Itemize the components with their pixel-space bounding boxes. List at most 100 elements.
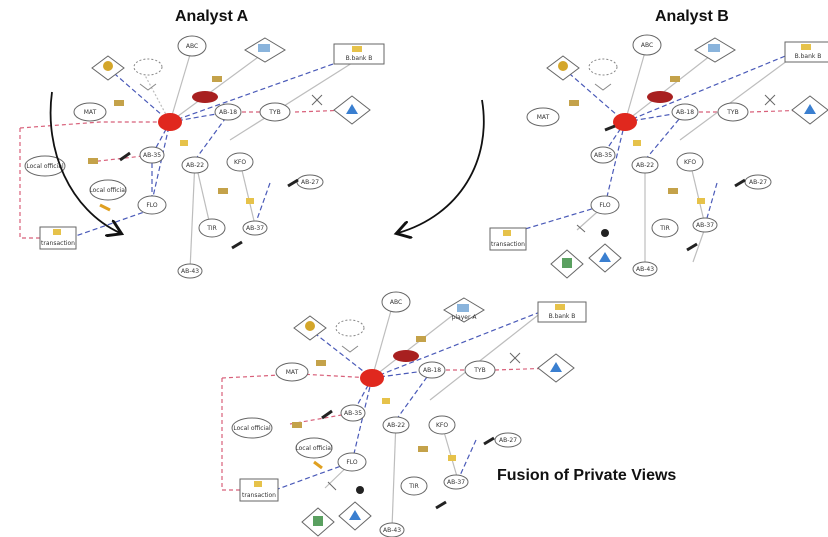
transaction-node — [239, 478, 279, 502]
flo-label: FLO — [599, 202, 611, 209]
ab-37-node — [443, 474, 469, 490]
tyb-node — [464, 360, 496, 380]
analyst-b-graph: ABC B.bank B MAT AB-18 TYB AB-35 AB-22 K… — [489, 34, 828, 279]
tir-label: TIR — [408, 483, 419, 490]
ab-18-label: AB-18 — [423, 367, 441, 374]
local-official-node-1 — [231, 417, 273, 439]
tyb-label: TYB — [726, 109, 738, 116]
mat-node — [73, 102, 107, 122]
ab-35-label: AB-35 — [594, 152, 612, 159]
ab-43-label: AB-43 — [636, 266, 654, 273]
ab-22-node — [181, 156, 209, 174]
ab-43-label: AB-43 — [181, 268, 199, 275]
transaction-label: transaction — [41, 240, 75, 247]
tir-label: TIR — [206, 225, 217, 232]
ab-22-label: AB-22 — [387, 422, 405, 429]
ab-35-label: AB-35 — [143, 152, 161, 159]
analyst-b-caption: Analyst B — [655, 8, 729, 25]
ab-35-node — [139, 146, 165, 164]
analyst-a-graph: ABC B.bank B MAT AB-18 TYB Local officia… — [19, 35, 385, 279]
bank-b-node — [537, 301, 587, 323]
ab-18-node — [671, 103, 699, 121]
ab-37-label: AB-37 — [246, 225, 264, 232]
ee-node — [133, 58, 163, 76]
nodes: ABC B.bank B MAT AB-18 TYB Local officia… — [24, 35, 385, 279]
fusion-graph: ABC player A B.bank B MAT AB-18 TYB Loca… — [221, 291, 587, 537]
ab-27-label: AB-27 — [499, 437, 517, 444]
kfo-label: KFO — [436, 422, 448, 429]
flo-node — [590, 195, 620, 215]
kfo-label: KFO — [234, 159, 246, 166]
car-node — [393, 350, 419, 362]
tyb-node — [259, 102, 291, 122]
fusion-caption: Fusion of Private Views — [497, 467, 677, 484]
center-node — [613, 113, 637, 131]
bank-b-node — [784, 41, 828, 63]
abc-label: ABC — [390, 299, 402, 306]
ab-37-node — [242, 220, 268, 236]
ab-22-label: AB-22 — [636, 162, 654, 169]
ab-22-node — [631, 156, 659, 174]
kfo-node — [676, 152, 704, 172]
tir-node — [651, 218, 679, 238]
transaction-label: transaction — [491, 241, 525, 248]
ab-35-label: AB-35 — [344, 410, 362, 417]
bank-b-label: B.bank B — [549, 313, 576, 320]
ab-37-label: AB-37 — [447, 479, 465, 486]
ab-22-label: AB-22 — [186, 162, 204, 169]
local-official-node-2 — [295, 437, 333, 459]
tyb-label: TYB — [268, 109, 280, 116]
ab-43-node — [177, 263, 203, 279]
bank-b-node — [333, 43, 385, 65]
tir-label: TIR — [659, 225, 670, 232]
transaction-node — [489, 227, 527, 251]
arrow-b-to-fusion — [398, 99, 485, 233]
flo-node — [337, 452, 367, 472]
ab-18-node — [418, 361, 446, 379]
local-official-node-1 — [24, 155, 66, 177]
kfo-node — [428, 415, 456, 435]
tir-node — [198, 218, 226, 238]
abc-node — [381, 291, 411, 313]
center-node — [360, 369, 384, 387]
kfo-node — [226, 152, 254, 172]
bank-b-label: B.bank B — [346, 55, 373, 62]
ab-35-node — [340, 404, 366, 422]
local-official-label-1: Local official — [26, 163, 64, 170]
ab-35-node — [590, 146, 616, 164]
car-node — [192, 91, 218, 103]
local-official-label-2: Local official — [295, 445, 333, 452]
flo-label: FLO — [146, 202, 158, 209]
mat-node — [275, 362, 309, 382]
ee-node — [335, 319, 365, 337]
tyb-label: TYB — [473, 367, 485, 374]
ab-27-label: AB-27 — [301, 179, 319, 186]
nodes: ABC player A B.bank B MAT AB-18 TYB Loca… — [231, 291, 587, 537]
local-official-node-2 — [89, 179, 127, 201]
center-node — [158, 113, 182, 131]
abc-node — [177, 35, 207, 57]
tyb-node — [717, 102, 749, 122]
mat-label: MAT — [286, 369, 299, 376]
ab-27-node — [494, 432, 522, 448]
local-official-label-2: Local official — [89, 187, 127, 194]
mat-node — [526, 107, 560, 127]
ab-18-node — [214, 103, 242, 121]
abc-label: ABC — [186, 43, 198, 50]
ab-22-node — [382, 416, 410, 434]
abc-label: ABC — [641, 42, 653, 49]
ab-37-label: AB-37 — [696, 222, 714, 229]
bank-b-label: B.bank B — [795, 53, 822, 60]
analyst-a-caption: Analyst A — [175, 8, 249, 25]
ab-27-node — [744, 174, 772, 190]
tir-node — [400, 476, 428, 496]
flo-label: FLO — [346, 459, 358, 466]
ee-node — [588, 58, 618, 76]
ab-43-label: AB-43 — [383, 527, 401, 534]
abc-node — [632, 34, 662, 56]
transaction-label: transaction — [242, 492, 276, 499]
car-node — [647, 91, 673, 103]
mat-label: MAT — [537, 114, 550, 121]
kfo-label: KFO — [684, 159, 696, 166]
